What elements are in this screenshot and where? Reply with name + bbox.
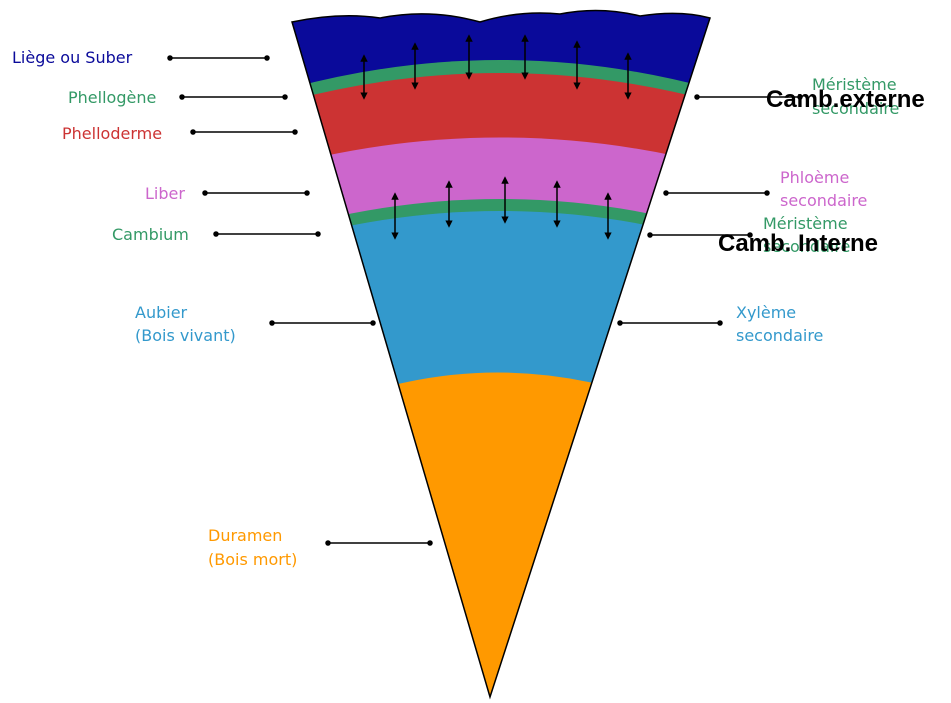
label-camb-interne: Camb. Interne <box>718 230 878 257</box>
label-phelloderme: Phelloderme <box>62 124 162 143</box>
label-cambium: Cambium <box>112 225 189 244</box>
label-duramen-line1: Duramen <box>208 526 282 545</box>
label-xyleme-line1: Xylème <box>736 303 796 322</box>
label-suber: Liège ou Suber <box>12 48 133 67</box>
label-phloeme-line2: secondaire <box>780 191 867 210</box>
label-phellogene: Phellogène <box>68 88 156 107</box>
label-camb-externe: Camb.externe <box>766 86 925 113</box>
label-meristeme-top-line2: secondaire <box>812 99 899 118</box>
right-leaders <box>617 94 803 326</box>
label-aubier-line2: (Bois vivant) <box>135 326 236 345</box>
label-duramen-line2: (Bois mort) <box>208 550 297 569</box>
layer-duramen <box>292 372 710 697</box>
label-liber: Liber <box>145 184 185 203</box>
label-aubier-line1: Aubier <box>135 303 188 322</box>
label-meristeme-top-line1: Méristème <box>812 75 897 94</box>
label-meristeme-bottom-line1: Méristème <box>763 214 848 233</box>
label-meristeme-bottom-line2: secondaire <box>763 237 850 256</box>
label-phloeme-line1: Phloème <box>780 168 849 187</box>
wedge-outline <box>291 9 711 700</box>
label-xyleme-line2: secondaire <box>736 326 823 345</box>
outer-cambium-arrows <box>360 34 632 100</box>
left-leaders <box>167 55 433 546</box>
wedge-layers <box>292 10 710 697</box>
inner-cambium-arrows <box>391 176 612 240</box>
